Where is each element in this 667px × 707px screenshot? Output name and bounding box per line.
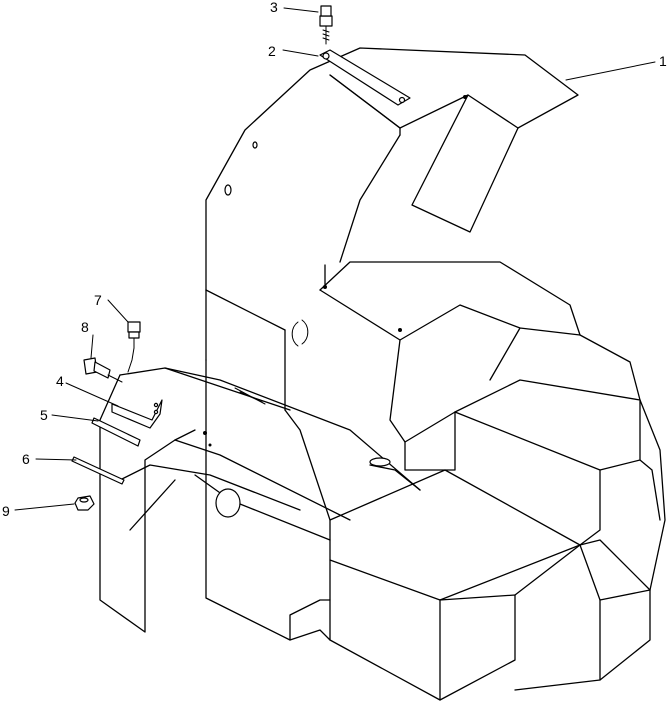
pivot-icon: [215, 488, 241, 518]
callout-2: 2: [268, 43, 276, 59]
leader-line-5: [51, 414, 99, 422]
left-fasteners: [71, 321, 163, 511]
callout-9: 9: [2, 503, 10, 519]
plate-icon: [71, 456, 125, 485]
leader-line-6: [35, 458, 77, 461]
hood-hole-icon: [224, 184, 232, 196]
bracket-plate-icon: [319, 49, 411, 106]
callout-5: 5: [40, 407, 48, 423]
bolt-icon: [127, 321, 141, 333]
hood-hole-icon: [463, 95, 467, 99]
leader-line-4: [65, 382, 119, 407]
leader-line-3: [283, 7, 319, 13]
top-bracket: [319, 5, 411, 106]
leader-lines: [14, 7, 656, 511]
leader-line-2: [282, 49, 319, 57]
bracket-icon: [111, 399, 163, 429]
plate-icon: [91, 417, 141, 447]
bolt-head-icon: [319, 15, 333, 27]
fender-assembly: [99, 367, 421, 633]
deck-hole-icon: [323, 285, 327, 289]
callout-3: 3: [270, 0, 278, 15]
callouts: 1 2 3 4 5 6 7 8 9: [2, 0, 667, 519]
callout-1: 1: [659, 53, 667, 69]
callout-8: 8: [81, 319, 89, 335]
latch-icon: [291, 321, 299, 347]
callout-7: 7: [94, 292, 102, 308]
callout-6: 6: [22, 451, 30, 467]
leader-line-1: [565, 61, 656, 81]
leader-line-8: [90, 334, 94, 359]
callout-4: 4: [56, 373, 64, 389]
leader-line-7: [107, 299, 129, 323]
hood-assembly: [205, 47, 666, 701]
leader-line-9: [14, 503, 75, 511]
deck-hole-icon: [398, 328, 402, 332]
hood-hole-icon: [252, 141, 258, 149]
